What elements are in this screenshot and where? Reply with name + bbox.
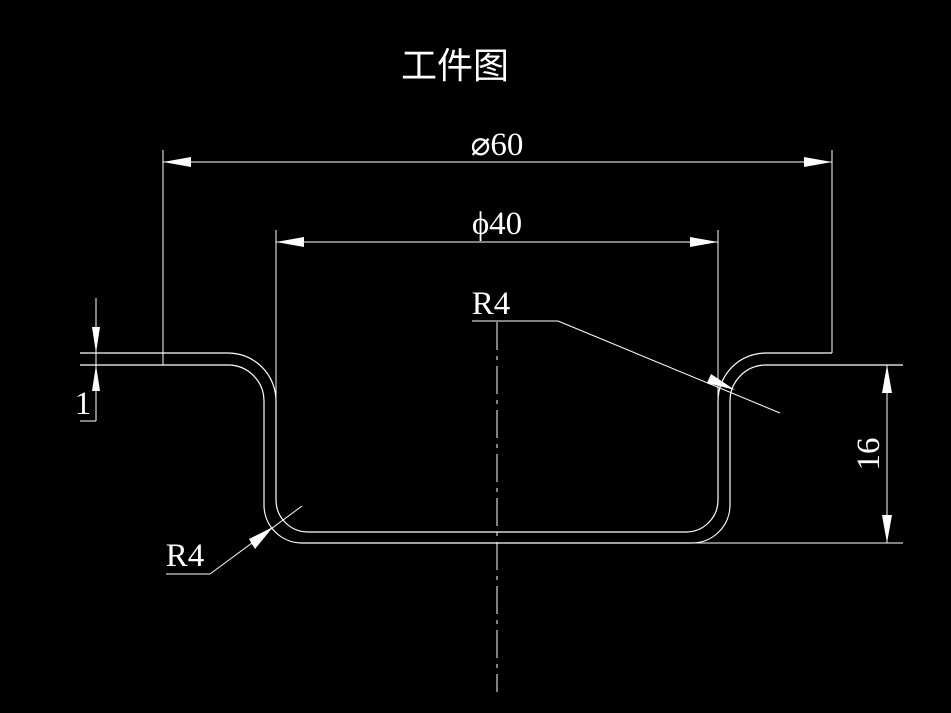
drawing-title: 工件图 [401, 46, 509, 87]
outer-diameter-label: ⌀60 [471, 127, 524, 163]
thickness-label: 1 [75, 386, 92, 422]
radius-top-label: R4 [472, 286, 511, 322]
height-label: 16 [851, 438, 887, 471]
inner-diameter-label: ϕ40 [472, 206, 522, 242]
thickness-dimension: 1 [75, 298, 100, 422]
height-dimension: 16 [692, 365, 903, 544]
outer-diameter-dimension: ⌀60 [162, 127, 833, 365]
radius-bottom-label: R4 [166, 538, 205, 574]
radius-bottom-leader: R4 [166, 505, 303, 575]
radius-top-leader: R4 [472, 286, 781, 414]
inner-diameter-dimension: ϕ40 [275, 206, 719, 400]
part-outer-profile [80, 364, 903, 544]
